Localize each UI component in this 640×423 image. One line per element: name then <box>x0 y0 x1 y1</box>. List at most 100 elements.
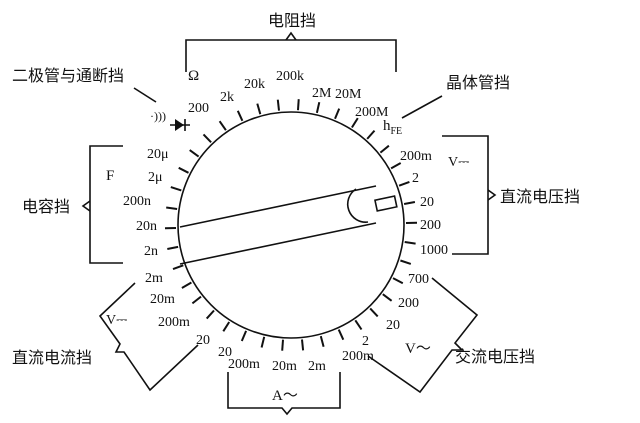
aca-ranges: 2m 20m 200m 20 <box>218 345 326 374</box>
dial-tick-32 <box>281 339 284 351</box>
dcv-bracket <box>442 135 489 255</box>
dial-tick-36 <box>205 309 215 320</box>
dial-circle <box>177 111 405 339</box>
range-dca-20: 20 <box>196 333 210 348</box>
range-dcv-2: 2 <box>412 171 419 186</box>
range-r-200M: 200M <box>355 105 389 120</box>
range-dcv-20: 20 <box>420 195 434 210</box>
resistance-bracket-notch <box>285 31 297 41</box>
dial-tick-14 <box>315 101 321 114</box>
ohm-unit: Ω <box>188 68 199 84</box>
dial-tick-34 <box>240 330 248 342</box>
dial-tick-28 <box>354 319 363 331</box>
acv-bracket <box>367 277 479 394</box>
dial-tick-33 <box>260 336 266 348</box>
dial-tick-10 <box>236 110 244 122</box>
capacitance-bracket-notch <box>81 200 91 212</box>
dial-tick-7 <box>189 149 200 158</box>
acv-title: 交流电压挡 <box>455 347 535 366</box>
range-aca-20m: 20m <box>272 359 297 374</box>
range-r-2k: 2k <box>220 90 234 105</box>
dial-tick-24 <box>400 259 412 265</box>
farad-unit: F <box>106 168 114 184</box>
dial-tick-2 <box>167 245 179 250</box>
dial-tick-27 <box>369 307 379 318</box>
dial-tick-5 <box>170 186 182 192</box>
dial-tick-4 <box>166 206 178 210</box>
range-dca-200m: 200m <box>158 315 190 330</box>
range-dcv-200m: 200m <box>400 149 432 164</box>
range-c-200n: 200n <box>123 194 151 209</box>
dial-tick-16 <box>351 117 359 129</box>
dial-tick-26 <box>382 293 393 302</box>
range-c-20u: 20μ <box>147 147 169 162</box>
dca-ranges: 20 200m 20m 2m <box>145 271 210 348</box>
aca-bracket <box>227 372 341 416</box>
dial-tick-35 <box>222 321 231 332</box>
range-r-20M: 20M <box>335 87 362 102</box>
dial-tick-15 <box>334 108 341 120</box>
transistor-title: 晶体管挡 <box>446 73 510 92</box>
range-c-2n: 2n <box>144 244 158 259</box>
acv-ranges: 700 200 20 2 200m <box>342 272 429 364</box>
range-r-200: 200 <box>188 101 209 116</box>
range-aca-200m: 200m <box>228 357 260 372</box>
dial-tick-1 <box>172 264 184 271</box>
dial-tick-29 <box>337 329 345 341</box>
range-acv-200m: 200m <box>342 349 374 364</box>
dial-ticks <box>164 99 418 351</box>
capacitance-title: 电容挡 <box>22 197 70 216</box>
dial-tick-31 <box>301 339 305 351</box>
diode-title: 二极管与通断挡 <box>12 66 124 85</box>
dca-title: 直流电流挡 <box>12 348 92 367</box>
acv-unit: V～ <box>405 341 431 357</box>
range-acv-20: 20 <box>386 318 400 333</box>
diode-leader-line <box>133 87 157 103</box>
dial-tick-8 <box>202 133 212 143</box>
range-dcv-200: 200 <box>420 218 441 233</box>
range-dca-20m: 20m <box>150 292 175 307</box>
resistance-bracket <box>185 39 397 72</box>
dial-tick-0 <box>181 281 192 289</box>
dial-tick-30 <box>319 335 325 347</box>
range-acv-2: 2 <box>362 334 369 349</box>
dial-tick-6 <box>178 166 189 174</box>
dial-tick-23 <box>404 241 416 245</box>
resistance-title: 电阻挡 <box>268 11 316 30</box>
dial-tick-20 <box>398 180 410 187</box>
range-dcv-1000: 1000 <box>420 243 448 258</box>
dial-tick-17 <box>366 129 376 140</box>
diode-icon <box>170 119 190 131</box>
range-r-20k: 20k <box>244 77 265 92</box>
dial-tick-9 <box>218 120 227 131</box>
dial-tick-19 <box>390 162 402 170</box>
dcv-title: 直流电压挡 <box>500 187 580 206</box>
transistor-leader-line <box>401 95 443 119</box>
dial-tick-13 <box>297 99 300 111</box>
range-acv-200: 200 <box>398 296 419 311</box>
dial-tick-18 <box>379 144 390 154</box>
continuity-icon: ·))) <box>150 109 166 123</box>
hfe-label: hFE <box>383 118 402 137</box>
range-dca-2m: 2m <box>145 271 163 286</box>
dial-tick-37 <box>191 295 202 305</box>
dial-tick-12 <box>276 99 280 111</box>
dcv-ranges: 200m 2 20 200 1000 <box>400 149 448 258</box>
dca-bracket <box>98 282 199 392</box>
range-aca-20: 20 <box>218 345 232 360</box>
aca-unit: A～ <box>272 388 298 404</box>
selector-pointer <box>179 185 398 265</box>
dcv-unit: V⎓ <box>448 155 469 170</box>
resistance-ranges: 200 2k 20k 200k 2M 20M 200M <box>188 69 389 120</box>
dial-tick-25 <box>392 277 404 285</box>
range-aca-2m: 2m <box>308 359 326 374</box>
range-r-200k: 200k <box>276 69 304 84</box>
dcv-bracket-notch <box>487 189 497 201</box>
dca-unit: V⎓ <box>106 313 127 328</box>
range-r-2M: 2M <box>312 86 332 101</box>
capacitance-bracket <box>89 145 123 264</box>
range-acv-700: 700 <box>408 272 429 287</box>
dial-tick-11 <box>256 103 262 115</box>
